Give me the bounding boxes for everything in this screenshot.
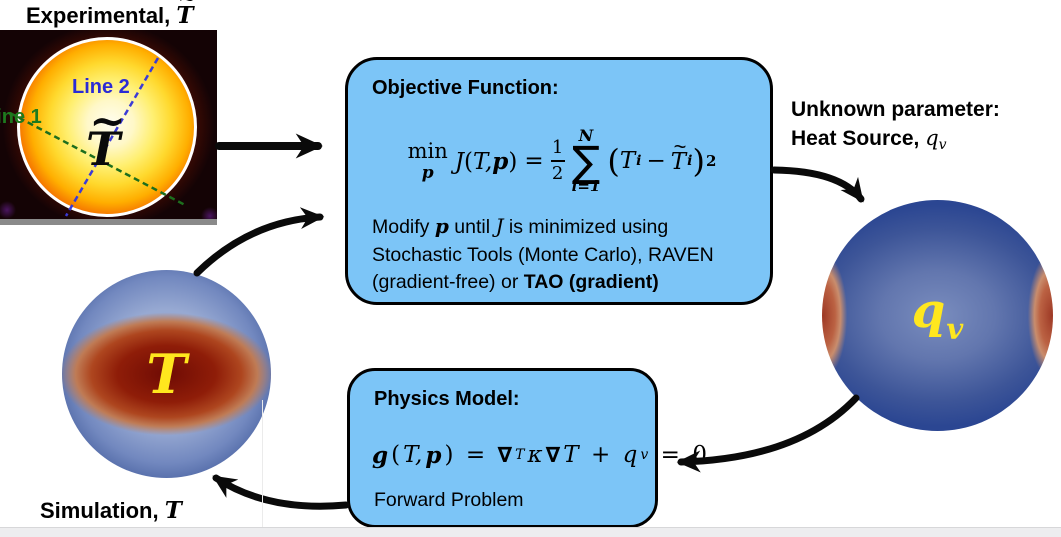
summation-symbol: N∑i=1 (571, 125, 601, 196)
arrow-objective-to-heat-source (770, 166, 865, 203)
arrow-simulation-to-objective (193, 207, 325, 277)
heat-source-line: Heat Source, qv (791, 126, 947, 153)
experimental-thermal-image: Line 2 Line 1 ~T (0, 30, 217, 225)
qv-sphere-label: qv (911, 283, 964, 346)
unknown-parameter-label: Unknown parameter: Heat Source, qv (791, 96, 1000, 159)
window-bottom-strip (0, 527, 1061, 537)
simulation-caption: Simulation, T (40, 497, 182, 524)
arrow-physics-to-simulation (212, 474, 350, 510)
pellet-circle (17, 37, 197, 217)
t-tilde-center-symbol: ~T (86, 100, 126, 172)
unknown-parameter-line1: Unknown parameter: (791, 98, 1000, 121)
note-line-3: (gradient-free) or TAO (gradient) (372, 271, 659, 293)
line-2-dashed (64, 57, 160, 217)
tilde-accent: ~ (178, 0, 196, 11)
t-symbol: T (176, 2, 194, 29)
note-line-2: Stochastic Tools (Monte Carlo), RAVEN (372, 243, 714, 266)
optimization-note: Modify p until J is minimized using Stoc… (372, 213, 764, 297)
tilde-accent: ~ (89, 95, 126, 147)
t-tilde-symbol: ~T (176, 0, 196, 29)
objective-lhs: J(T,p) (454, 147, 518, 175)
t-tilde-term: ~T (670, 134, 687, 175)
heat-source-sphere: qv (822, 200, 1053, 431)
temperature-sphere: T (62, 270, 271, 478)
line-1-dashed (9, 111, 186, 207)
line2-label: Line 2 (72, 76, 130, 98)
fraction-bar (550, 160, 565, 162)
experimental-caption-text: Experimental, (26, 3, 177, 28)
note-line-1: Modify p until J is minimized using (372, 214, 669, 238)
t-sphere-label: T (146, 342, 187, 406)
forward-problem-label: Forward Problem (374, 489, 524, 511)
t-symbol: T (86, 122, 121, 176)
arrow-heat-source-to-physics (676, 394, 860, 473)
line1-label: Line 1 (0, 106, 42, 128)
physics-heading: Physics Model: (374, 388, 520, 410)
equals-sign: = (524, 148, 544, 174)
slide-guide-line (262, 400, 263, 527)
objective-heading: Objective Function: (372, 77, 559, 99)
image-bottom-strip (0, 219, 217, 225)
experimental-caption: Experimental, ~T (26, 0, 196, 29)
measurement-lines (9, 57, 186, 217)
